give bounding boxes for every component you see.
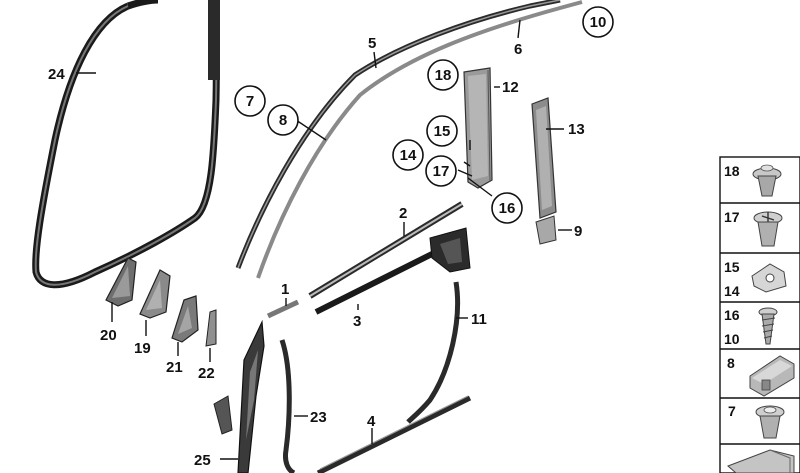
callout-22: 22	[198, 365, 215, 382]
pillar-trim-part-13	[531, 97, 557, 245]
expanding-clip-icon	[753, 211, 783, 247]
callout-20: 20	[100, 327, 117, 344]
callout-24: 24	[48, 66, 65, 83]
belt-strip-part-2	[308, 201, 464, 299]
circled-callout-18: 18	[435, 67, 452, 84]
callout-2: 2	[399, 205, 407, 222]
fastener-legend: 18 17 15 14 16 10 8	[719, 156, 800, 473]
circled-callout-16: 16	[499, 200, 516, 217]
circled-callout-7: 7	[246, 93, 254, 110]
callout-23: 23	[310, 409, 327, 426]
seal-part-11	[406, 281, 461, 424]
callout-4: 4	[367, 413, 376, 430]
circled-callout-14: 14	[400, 147, 417, 164]
sill-strip-part-4	[316, 395, 472, 473]
push-clip-icon	[755, 405, 785, 439]
callout-19: 19	[134, 340, 151, 357]
legend-label-8: 8	[727, 355, 735, 371]
callout-5: 5	[368, 35, 376, 52]
legend-label-16: 16	[724, 307, 740, 323]
strip-part-1	[266, 299, 300, 319]
mirror-cover-part-22	[205, 309, 217, 347]
rivet-clip-icon	[752, 164, 782, 197]
retainer-clip-icon	[749, 355, 795, 397]
callout-labels: 24 5 6 12 13 2 9 1 3 11 20 19 21 22 23 4…	[48, 35, 585, 469]
callout-3: 3	[353, 313, 361, 330]
circled-callout-15: 15	[434, 123, 451, 140]
callout-9: 9	[574, 223, 582, 240]
pillar-trim-part-25	[213, 319, 265, 473]
circled-callout-10: 10	[590, 14, 607, 31]
callout-6: 6	[514, 41, 522, 58]
mirror-cover-part-19	[139, 269, 171, 319]
pillar-trim-part-12	[463, 67, 493, 189]
wedge-bracket-icon	[727, 449, 795, 473]
leader-lines	[76, 19, 572, 460]
legend-label-17: 17	[724, 209, 740, 225]
seal-part-23	[279, 339, 296, 473]
mirror-cover-part-20	[105, 257, 137, 307]
callout-11: 11	[471, 311, 487, 328]
callout-25: 25	[194, 452, 211, 469]
mirror-cover-part-21	[171, 295, 199, 343]
callout-12: 12	[502, 79, 519, 96]
circled-callouts: 10 18 7 8 15 14 17 16	[234, 6, 614, 224]
legend-label-10: 10	[724, 331, 740, 347]
belt-strip-part-3	[314, 227, 471, 315]
circled-callout-8: 8	[279, 112, 287, 129]
legend-label-14: 14	[724, 283, 740, 299]
screw-icon	[758, 307, 778, 345]
circled-callout-17: 17	[433, 163, 450, 180]
door-seal-part-24	[32, 0, 220, 289]
legend-label-15: 15	[724, 259, 740, 275]
callout-13: 13	[568, 121, 585, 138]
callout-1: 1	[281, 281, 289, 298]
callout-21: 21	[166, 359, 183, 376]
roof-moulding-parts-5-6	[235, 0, 583, 279]
legend-label-7: 7	[728, 403, 736, 419]
clip-plate-icon	[751, 263, 787, 293]
legend-label-18: 18	[724, 163, 740, 179]
